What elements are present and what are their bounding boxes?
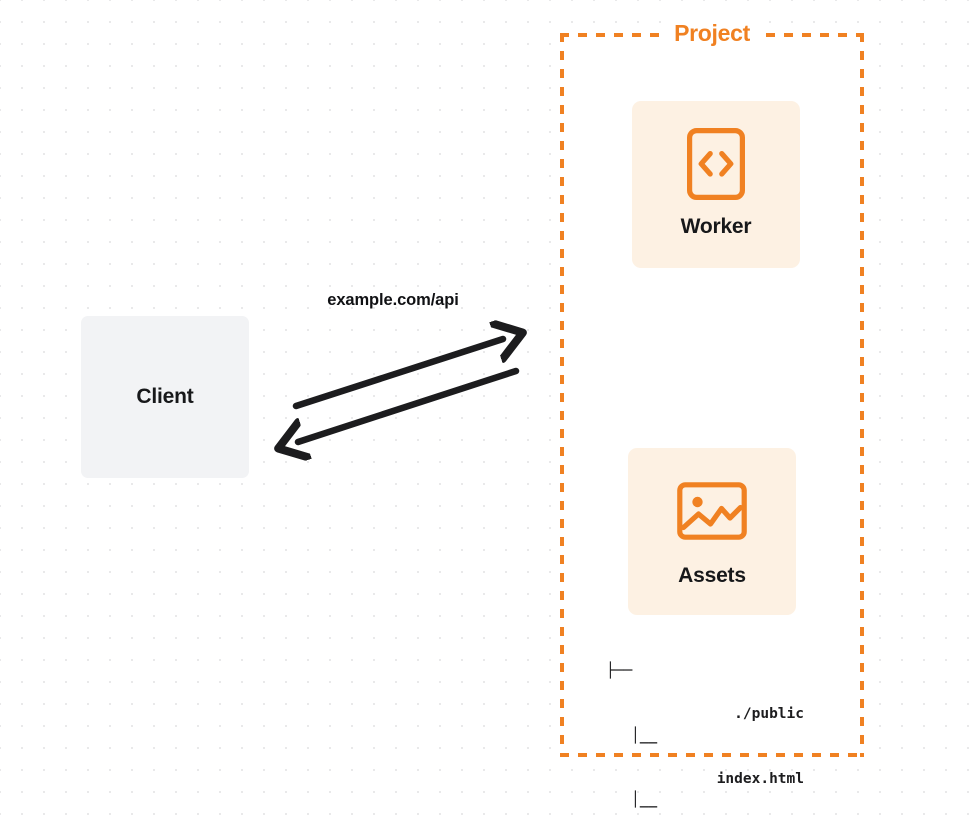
response-arrow [298,367,520,442]
tree-branch-glyph: │__ [631,792,658,808]
worker-node[interactable]: Worker [632,101,800,268]
project-border-right [860,33,864,757]
client-label: Client [136,385,194,408]
project-border-top-left [560,33,668,37]
tree-node-name: index.html [716,770,804,787]
project-title: Project [669,18,755,48]
project-border-top-right [766,33,864,37]
image-icon [677,480,747,542]
project-border-bottom [560,753,864,757]
tree-branch-glyph: │__ [631,727,658,744]
file-tree-row: │__ blog.html [606,790,804,812]
tree-node-name: ./public [734,706,804,722]
assets-label: Assets [678,564,746,587]
connection-label: example.com/api [327,291,459,309]
client-node[interactable]: Client [81,316,249,478]
assets-file-tree: ├── ./public │__ index.html │__ blog.htm… [606,618,804,818]
project-border-left [560,33,564,757]
assets-node[interactable]: Assets [628,448,796,615]
worker-label: Worker [680,215,752,238]
request-arrow [292,339,503,410]
tree-branch-glyph: ├── [606,663,633,679]
code-brackets-icon [687,128,745,200]
file-tree-row: ├── ./public [606,661,804,722]
file-tree-row: │__ index.html [606,726,804,787]
